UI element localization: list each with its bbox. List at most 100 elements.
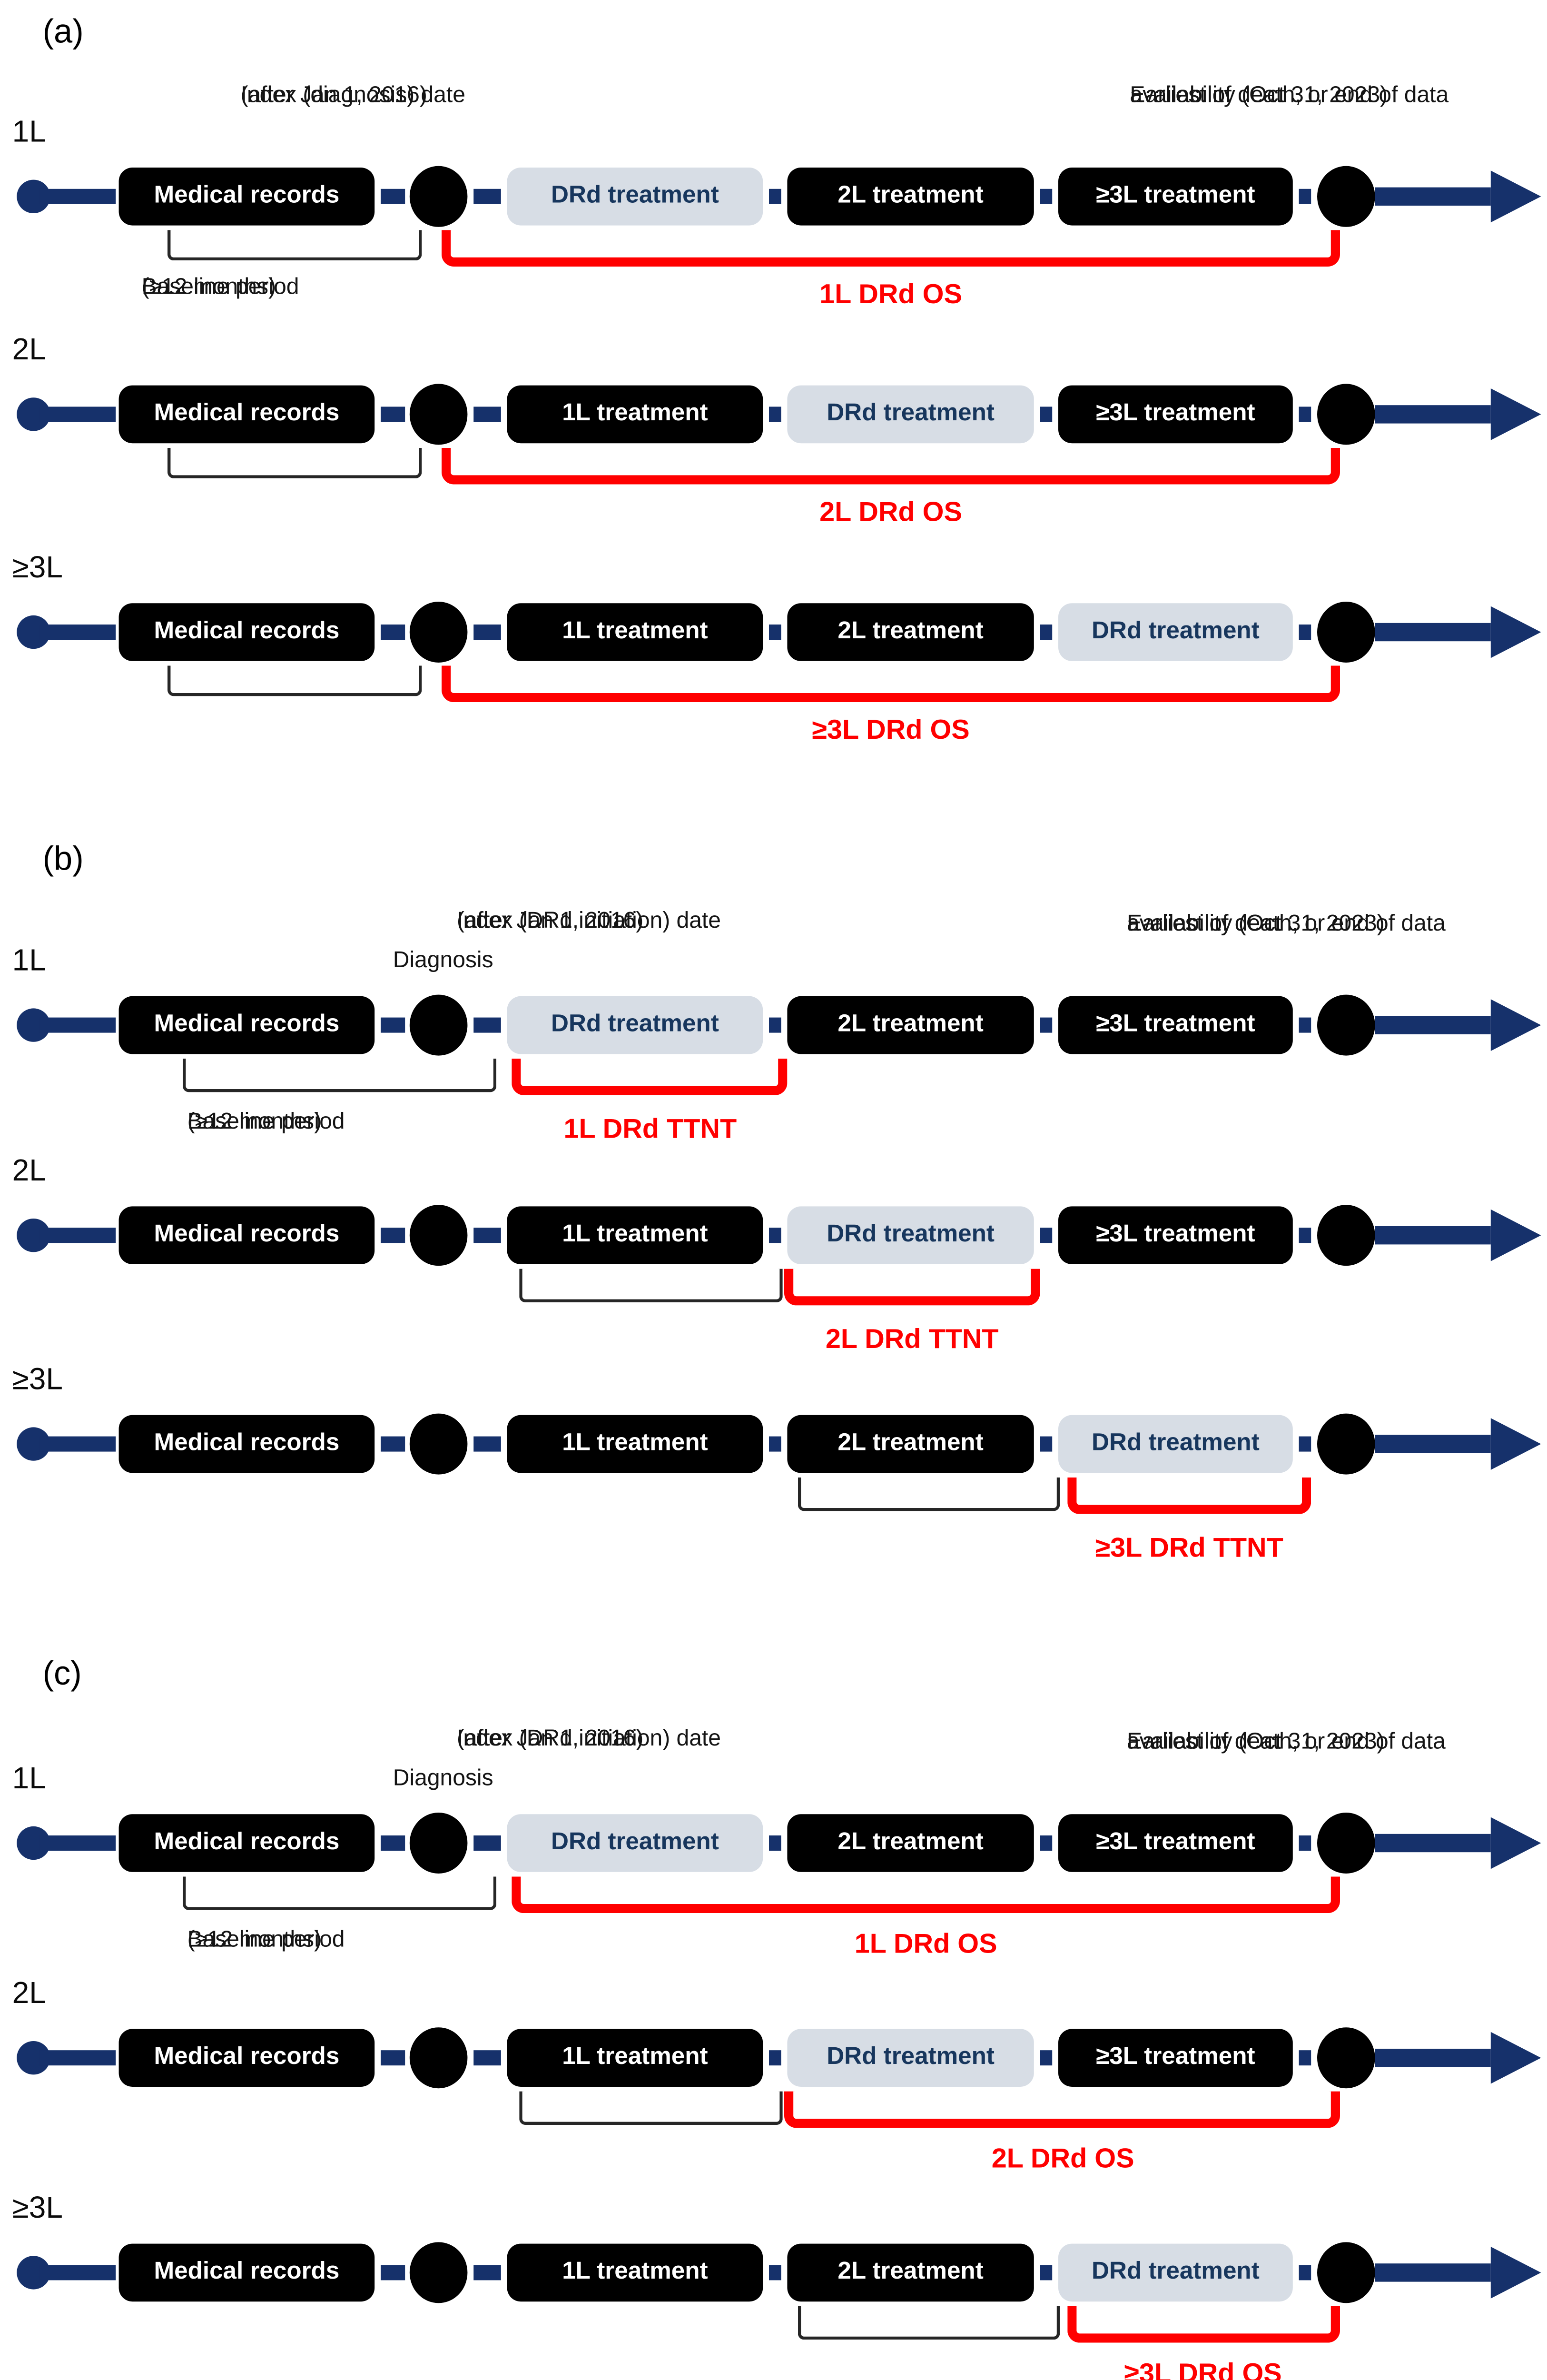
box-drd-treatment: DRd treatment: [1058, 1415, 1293, 1473]
timeline-segment: [769, 188, 781, 204]
timeline-segment: [381, 2050, 405, 2066]
timeline-segment: [1299, 1436, 1311, 1452]
event-circle-end: [1317, 1205, 1375, 1266]
timeline-arrow-head: [1490, 999, 1541, 1051]
measure-label: ≥3L DRd OS: [1124, 2358, 1282, 2380]
timeline-segment: [381, 1017, 405, 1033]
measure-bracket: [784, 2091, 1340, 2128]
timeline-segment: [381, 2265, 405, 2281]
timeline-arrow-head: [1490, 1209, 1541, 1261]
box-medical-records: Medical records: [118, 1415, 375, 1473]
event-circle-end: [1317, 2242, 1375, 2303]
measure-label: 2L DRd OS: [991, 2143, 1134, 2174]
event-circle-end: [1317, 166, 1375, 227]
event-circle-end: [1317, 384, 1375, 445]
timeline-segment: [1040, 625, 1053, 640]
index-date-note-line1: Index (DRd initiation) date: [457, 908, 721, 934]
timeline-arrow-shaft: [1375, 2263, 1491, 2282]
track-label: 1L: [12, 944, 46, 978]
timeline-arrow-head: [1490, 170, 1541, 223]
timeline-segment: [1040, 407, 1053, 422]
baseline-label-line2: (≥12 months): [141, 274, 276, 300]
box-1l-treatment: 1L treatment: [507, 2243, 763, 2302]
event-circle-end: [1317, 1813, 1375, 1874]
box-2l-treatment: 2L treatment: [787, 1814, 1034, 1872]
box-medical-records: Medical records: [118, 603, 375, 661]
baseline-label-line2: (≥12 months): [187, 1109, 322, 1135]
timeline-row-a-3l: ≥3L Medical records 1L treatment 2L trea…: [0, 510, 1547, 769]
track-label: 2L: [12, 1154, 46, 1188]
box-drd-treatment: DRd treatment: [1058, 603, 1293, 661]
box-medical-records: Medical records: [118, 385, 375, 444]
box-2l-treatment: 2L treatment: [787, 1415, 1034, 1473]
event-circle-diagnosis: [409, 994, 468, 1056]
box-drd-treatment: DRd treatment: [787, 385, 1034, 444]
box-1l-treatment: 1L treatment: [507, 603, 763, 661]
box-3l-treatment: ≥3L treatment: [1058, 385, 1293, 444]
box-3l-treatment: ≥3L treatment: [1058, 996, 1293, 1054]
timeline-segment: [769, 1017, 781, 1033]
index-date-note-line2: (after Jan 1, 2016): [457, 1726, 644, 1752]
box-3l-treatment: ≥3L treatment: [1058, 2029, 1293, 2087]
measure-label: 1L DRd TTNT: [563, 1113, 737, 1144]
timeline-segment: [769, 1835, 781, 1851]
end-date-note-line2: availability (Oct 31, 2023): [1130, 82, 1388, 109]
measure-label: ≥3L DRd TTNT: [1095, 1532, 1283, 1563]
timeline-segment: [381, 1436, 405, 1452]
event-circle-diagnosis: [409, 1413, 468, 1475]
timeline-segment: [381, 407, 405, 422]
timeline-segment: [39, 1017, 116, 1033]
box-3l-treatment: ≥3L treatment: [1058, 168, 1293, 226]
track-label: ≥3L: [12, 1363, 63, 1397]
timeline-segment: [39, 1228, 116, 1243]
measure-bracket: [784, 1269, 1040, 1306]
track-label: 1L: [12, 1762, 46, 1796]
event-circle-diagnosis: [409, 1813, 468, 1874]
timeline-row-b-3l: ≥3L Medical records 1L treatment 2L trea…: [0, 1322, 1547, 1581]
timeline-segment: [473, 2265, 501, 2281]
timeline-row-c-3l: ≥3L Medical records 1L treatment 2L trea…: [0, 2151, 1547, 2380]
timeline-segment: [1299, 407, 1311, 422]
box-2l-treatment: 2L treatment: [787, 603, 1034, 661]
measure-bracket: [1067, 1478, 1311, 1514]
timeline-segment: [39, 2050, 116, 2066]
event-circle-diagnosis: [409, 1205, 468, 1266]
baseline-label-line1: Baseline period: [187, 1927, 345, 1953]
timeline-segment: [769, 1228, 781, 1243]
timeline-segment: [1299, 2265, 1311, 2281]
timeline-segment: [381, 625, 405, 640]
baseline-bracket: [168, 665, 422, 696]
timeline-segment: [473, 1228, 501, 1243]
box-drd-treatment: DRd treatment: [1058, 2243, 1293, 2302]
timeline-segment: [769, 625, 781, 640]
baseline-bracket: [183, 1059, 497, 1092]
timeline-segment: [39, 625, 116, 640]
timeline-segment: [39, 1436, 116, 1452]
event-circle-index: [409, 384, 468, 445]
timeline-arrow-head: [1490, 2247, 1541, 2299]
box-medical-records: Medical records: [118, 168, 375, 226]
index-date-note-line2: (after Jan 1, 2016): [240, 82, 427, 109]
box-2l-treatment: 2L treatment: [787, 996, 1034, 1054]
box-drd-treatment: DRd treatment: [787, 1206, 1034, 1264]
index-date-note-line1: Index (diagnosis) date: [240, 82, 465, 109]
baseline-label-line1: Baseline period: [187, 1109, 345, 1135]
box-drd-treatment: DRd treatment: [787, 2029, 1034, 2087]
box-1l-treatment: 1L treatment: [507, 385, 763, 444]
baseline-bracket: [798, 2306, 1060, 2340]
baseline-bracket: [798, 1478, 1060, 1511]
timeline-arrow-head: [1490, 1817, 1541, 1869]
timeline-segment: [1040, 1017, 1053, 1033]
baseline-label-line2: (≥12 months): [187, 1927, 322, 1953]
measure-label: 2L DRd OS: [819, 496, 962, 527]
box-medical-records: Medical records: [118, 1814, 375, 1872]
timeline-row-b-1l: 1L Diagnosis Index (DRd initiation) date…: [0, 903, 1547, 1162]
timeline-arrow-shaft: [1375, 1435, 1491, 1453]
measure-bracket: [512, 1059, 788, 1095]
box-drd-treatment: DRd treatment: [507, 1814, 763, 1872]
timeline-segment: [39, 407, 116, 422]
timeline-row-a-2l: 2L Medical records 1L treatment DRd trea…: [0, 292, 1547, 551]
event-circle-end: [1317, 994, 1375, 1056]
timeline-segment: [473, 407, 501, 422]
